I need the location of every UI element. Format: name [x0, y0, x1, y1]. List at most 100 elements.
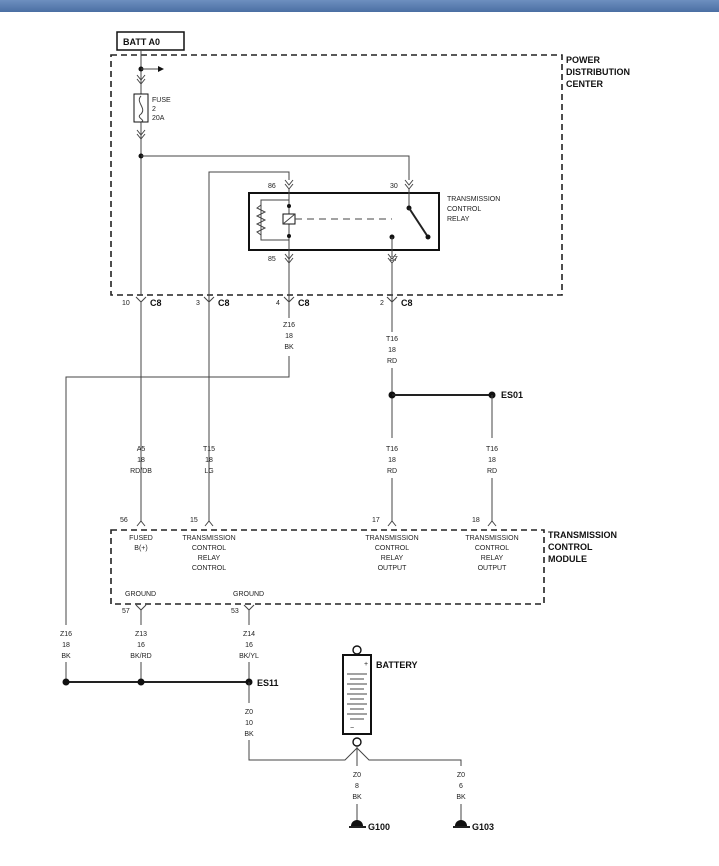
wire-t16-right-color: RD	[487, 468, 497, 475]
tcm-pin-18: 18	[472, 517, 480, 524]
batt-a0-label: BATT A0	[123, 37, 160, 47]
wire-z13-color: BK/RD	[130, 653, 151, 660]
tcm-fused-2: B(+)	[134, 545, 147, 552]
wire-t16-color: RD	[387, 358, 397, 365]
c8-pin-10: 10	[122, 300, 130, 307]
transmission-control-relay	[248, 192, 440, 251]
wire-z0-es11-code: Z0	[245, 709, 253, 716]
tcm-tro2-2: CONTROL	[475, 545, 509, 552]
tcm-pin-15: 15	[190, 517, 198, 524]
splice-es01-label: ES01	[501, 390, 523, 400]
wire-t15-color: LG	[204, 468, 213, 475]
c8-label-4: C8	[401, 298, 413, 308]
tcm-trc-2: CONTROL	[192, 545, 226, 552]
wire-z16-left-gauge: 18	[62, 642, 70, 649]
wire-z14-color: BK/YL	[239, 653, 259, 660]
fuse-rating: 20A	[152, 115, 165, 122]
wire-z0-g103-color: BK	[456, 794, 466, 801]
svg-text:−: −	[350, 725, 354, 732]
wiring-diagram: BATT A0 POWER DISTRIBUTION CENTER FUSE 2…	[60, 31, 630, 832]
tcm-pin-17: 17	[372, 517, 380, 524]
wire-t16-gauge: 18	[388, 347, 396, 354]
wire-z13-gauge: 16	[137, 642, 145, 649]
tcm-tro-3: RELAY	[381, 555, 404, 562]
wire-a5-color: RD/DB	[130, 468, 152, 475]
tcm-label-2: CONTROL	[548, 542, 593, 552]
c8-label-3: C8	[298, 298, 310, 308]
pdc-label-3: CENTER	[566, 79, 604, 89]
ground-g100-label: G100	[368, 822, 390, 832]
tcm-tro-1: TRANSMISSION	[365, 535, 418, 542]
wire-z0-g100-color: BK	[352, 794, 362, 801]
batt-a0-box	[116, 31, 185, 51]
tcm-tro2-4: OUTPUT	[478, 565, 508, 572]
battery-icon: + −	[342, 645, 372, 747]
tcm-pin-57: 57	[122, 608, 130, 615]
wire-t16-code: T16	[386, 336, 398, 343]
relay-label-1: TRANSMISSION	[447, 196, 500, 203]
window-title-bar	[0, 0, 719, 12]
tcm-ground-2: GROUND	[233, 591, 264, 598]
tcm-trc-1: TRANSMISSION	[182, 535, 235, 542]
fuse-label: FUSE	[152, 97, 171, 104]
wire-z14-gauge: 16	[245, 642, 253, 649]
tcm-tro2-1: TRANSMISSION	[465, 535, 518, 542]
bplus-arrow-icon	[158, 66, 164, 72]
wire-z0-es11-gauge: 10	[245, 720, 253, 727]
power-distribution-center-box	[110, 54, 563, 296]
ground-g103-icon	[453, 820, 470, 828]
tcm-label-3: MODULE	[548, 554, 587, 564]
relay-label-3: RELAY	[447, 216, 470, 223]
relay-pin-30: 30	[390, 183, 398, 190]
tcm-tro-2: CONTROL	[375, 545, 409, 552]
wire-z0-g100-code: Z0	[353, 772, 361, 779]
c8-label-1: C8	[150, 298, 162, 308]
splice-es11-label: ES11	[257, 678, 279, 688]
wire-t16-mid-gauge: 18	[388, 457, 396, 464]
tcm-pin-53: 53	[231, 608, 239, 615]
tcm-trc-3: RELAY	[198, 555, 221, 562]
transmission-control-module-box	[110, 529, 545, 605]
wire-t15-code: T15	[203, 446, 215, 453]
wire-z16-gauge: 18	[285, 333, 293, 340]
fuse-2-icon	[133, 93, 149, 123]
wire-z13-code: Z13	[135, 631, 147, 638]
tcm-fused-1: FUSED	[129, 535, 153, 542]
tcm-trc-4: CONTROL	[192, 565, 226, 572]
ground-g103-label: G103	[472, 822, 494, 832]
tcm-label-1: TRANSMISSION	[548, 530, 617, 540]
wire-z16-code: Z16	[283, 322, 295, 329]
c8-pin-3: 3	[196, 300, 200, 307]
relay-switch-icon	[408, 207, 429, 238]
wire-t16-mid-color: RD	[387, 468, 397, 475]
connector-c8	[135, 256, 398, 500]
ground-g100-icon	[349, 820, 366, 828]
wire-z16-left-code: Z16	[60, 631, 72, 638]
pdc-label-1: POWER	[566, 55, 601, 65]
relay-pin-85: 85	[268, 256, 276, 263]
wire-t15-gauge: 18	[205, 457, 213, 464]
c8-pin-4: 4	[276, 300, 280, 307]
wire-z0-g103-code: Z0	[457, 772, 465, 779]
wire-z14-code: Z14	[243, 631, 255, 638]
relay-pin-87: 87	[390, 256, 398, 263]
relay-label-2: CONTROL	[447, 206, 481, 213]
wire-z16-left-color: BK	[61, 653, 71, 660]
c8-label-2: C8	[218, 298, 230, 308]
wire-z0-es11-color: BK	[244, 731, 254, 738]
wire-t16-mid-code: T16	[386, 446, 398, 453]
wire-t16-right-code: T16	[486, 446, 498, 453]
pdc-label-2: DISTRIBUTION	[566, 67, 630, 77]
wire-a5-gauge: 18	[137, 457, 145, 464]
wire-z0-g103-gauge: 6	[459, 783, 463, 790]
relay-pin-86: 86	[268, 183, 276, 190]
tcm-pin-56: 56	[120, 517, 128, 524]
wire-z0-g100-gauge: 8	[355, 783, 359, 790]
c8-pin-2: 2	[380, 300, 384, 307]
battery-label: BATTERY	[376, 660, 418, 670]
fuse-number: 2	[152, 106, 156, 113]
wire-t16-right-gauge: 18	[488, 457, 496, 464]
tcm-tro2-3: RELAY	[481, 555, 504, 562]
tcm-ground-1: GROUND	[125, 591, 156, 598]
wire-z16-color: BK	[284, 344, 294, 351]
